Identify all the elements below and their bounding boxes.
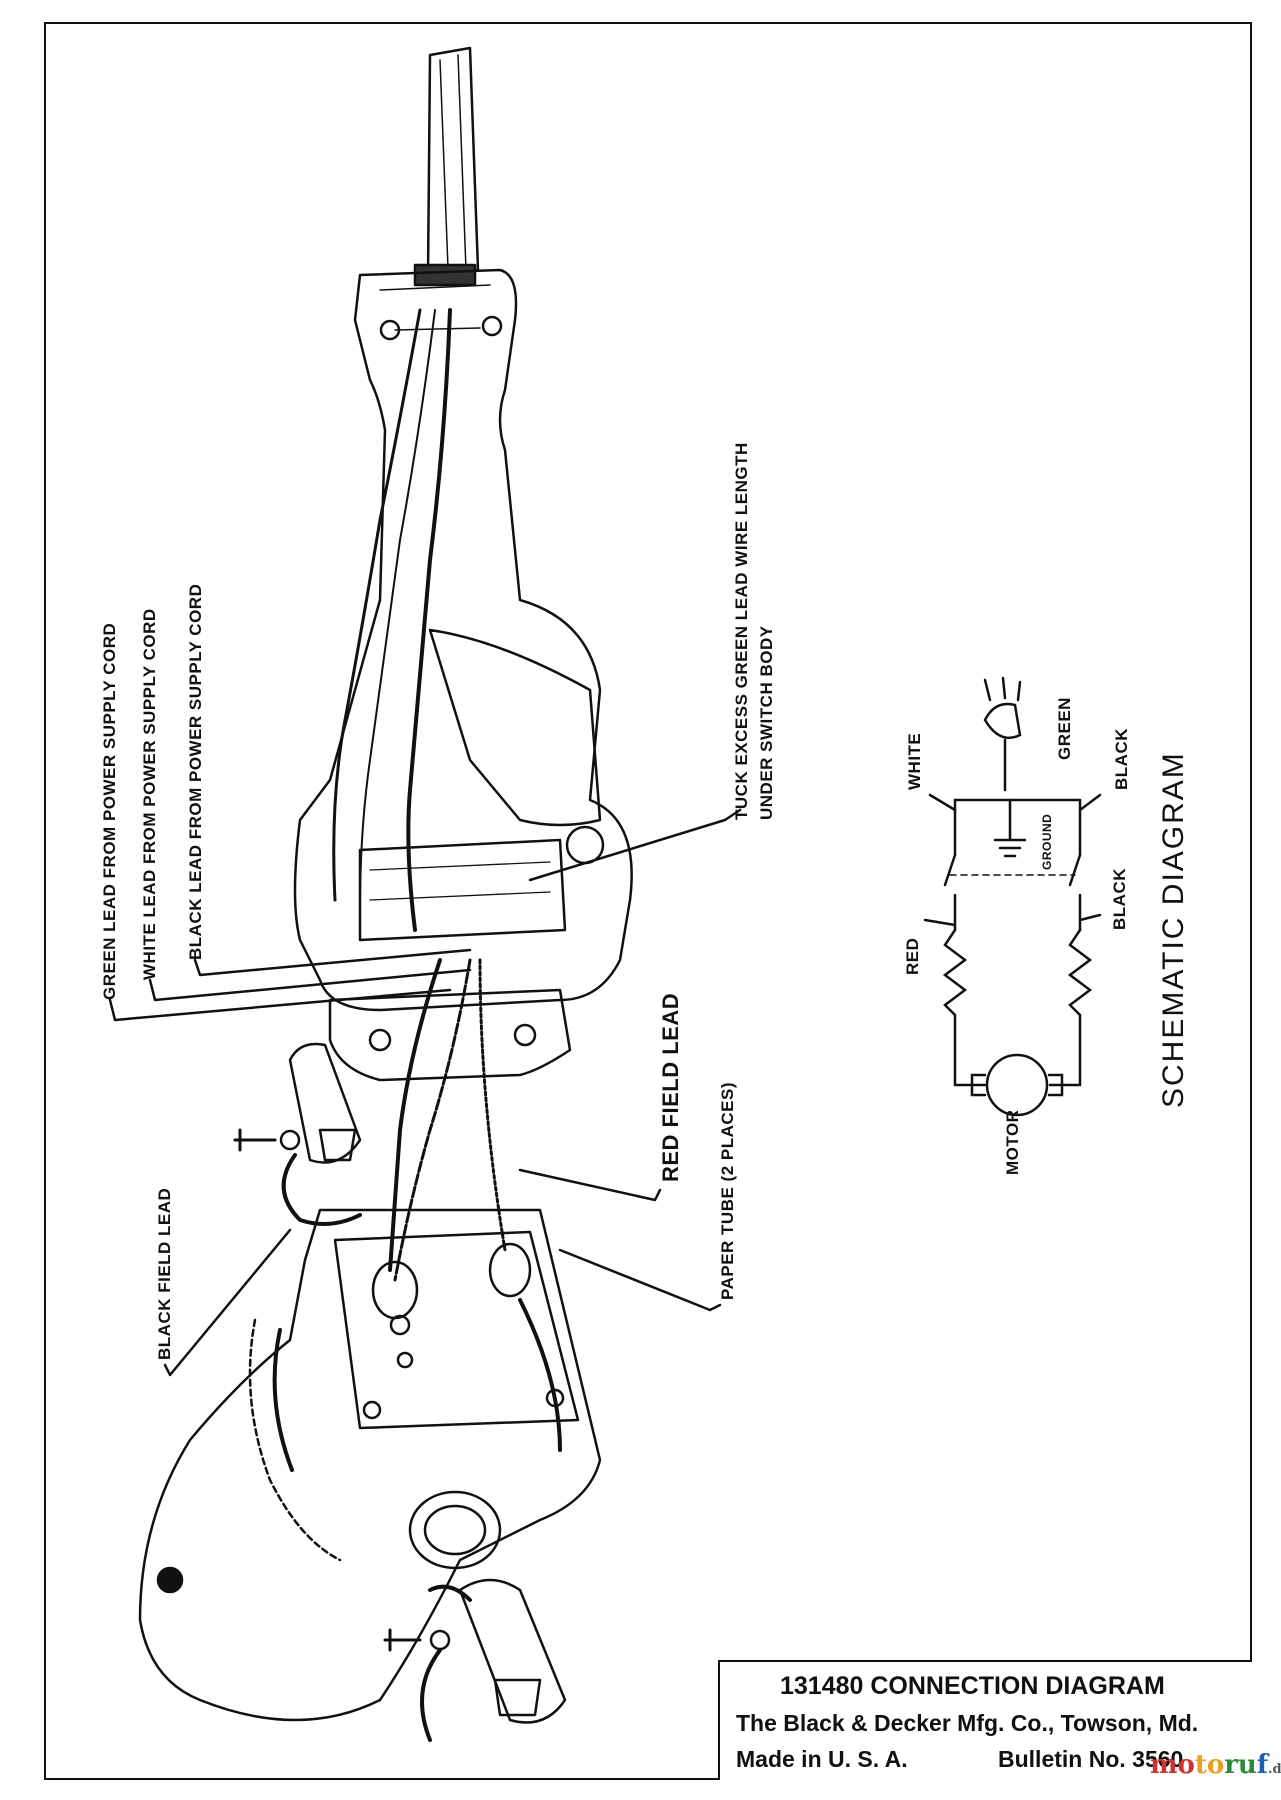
label-paper-tube: PAPER TUBE (2 PLACES) (718, 1082, 737, 1300)
plug (983, 702, 1022, 740)
title-bulletin: Bulletin No. 3560 (998, 1746, 1184, 1772)
sch-label-motor: MOTOR (1003, 1109, 1022, 1175)
leader-paper (558, 1248, 722, 1312)
wire-black-field (388, 958, 442, 1272)
leader-tuck (528, 808, 742, 882)
sch-switch-left (943, 853, 957, 887)
page-frame (44, 22, 1252, 1780)
schematic-title: SCHEMATIC DIAGRAM (1157, 751, 1190, 1108)
brush-holder-lower (458, 1578, 567, 1724)
leader-red (518, 1168, 662, 1202)
sch-resistor-right (1067, 928, 1093, 1017)
fan-opening (408, 1490, 502, 1570)
wire-black (406, 308, 452, 932)
leader-black-field (163, 1228, 292, 1377)
motor-housing (138, 1208, 602, 1722)
label-black-lead: BLACK LEAD FROM POWER SUPPLY CORD (186, 583, 205, 960)
wire-green (332, 308, 422, 902)
sch-label-black-bottom: BLACK (1110, 868, 1129, 930)
label-red-field-lead: RED FIELD LEAD (658, 992, 683, 1182)
wire-white (359, 309, 436, 911)
sch-ground (993, 798, 1027, 858)
leader-black (193, 948, 472, 977)
watermark-logo: motoruf.de (1150, 1750, 1281, 1780)
switch-body (358, 838, 567, 942)
handle-outline (293, 268, 633, 1012)
brush-holder-upper (288, 1042, 362, 1164)
watermark-part-a: mo (1150, 1750, 1195, 1780)
leader-green (108, 988, 452, 1022)
sch-label-black-top: BLACK (1112, 728, 1131, 790)
sch-label-ground: GROUND (1040, 813, 1054, 870)
cord-strain-relief (426, 46, 480, 277)
sch-label-green: GREEN (1055, 697, 1074, 760)
leader-white (148, 968, 472, 1002)
sch-motor (985, 1053, 1049, 1117)
trigger-screw (565, 825, 605, 865)
wire-red-field (393, 958, 472, 1282)
label-black-field-lead: BLACK FIELD LEAD (155, 1187, 174, 1360)
title-block: 131480 CONNECTION DIAGRAM The Black & De… (718, 1660, 1252, 1780)
label-tuck-excess-2: UNDER SWITCH BODY (757, 625, 776, 820)
watermark-part-d: f (1256, 1750, 1269, 1780)
label-white-lead: WHITE LEAD FROM POWER SUPPLY CORD (140, 608, 159, 980)
sch-resistor-left (942, 928, 968, 1017)
label-green-lead: GREEN LEAD FROM POWER SUPPLY CORD (100, 622, 119, 1000)
watermark-part-c: ru (1224, 1750, 1257, 1780)
sch-label-red: RED (903, 937, 922, 975)
title-line-1: 131480 CONNECTION DIAGRAM (780, 1672, 1165, 1700)
watermark-part-b: to (1194, 1750, 1225, 1780)
cord-clamp (413, 263, 477, 287)
trigger (428, 628, 602, 827)
sch-label-white: WHITE (905, 732, 924, 790)
watermark-part-e: .de (1268, 1762, 1281, 1777)
schematic (923, 676, 1102, 1117)
sch-switch-right (1068, 853, 1082, 887)
label-tuck-excess-1: TUCK EXCESS GREEN LEAD WIRE LENGTH (732, 442, 751, 820)
title-made-in: Made in U. S. A. (736, 1746, 908, 1772)
title-line-2: The Black & Decker Mfg. Co., Towson, Md. (736, 1710, 1199, 1736)
